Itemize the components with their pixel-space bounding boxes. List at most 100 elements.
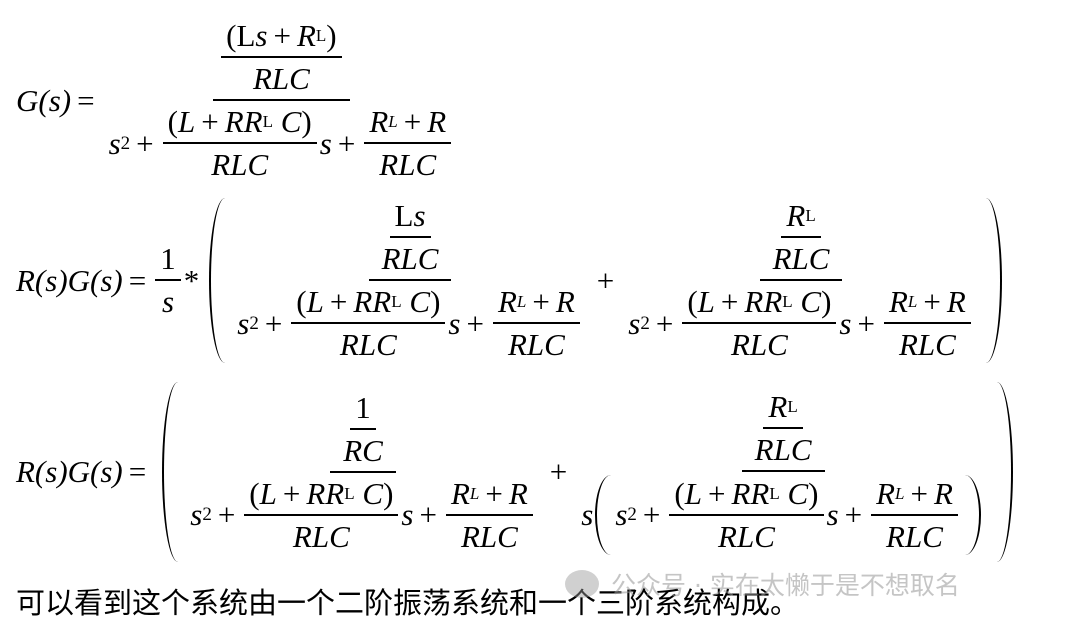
math-token: L [262,112,273,131]
math-token: s [190,497,203,532]
math-token: C [280,104,302,139]
math-token: R [369,104,389,139]
math-token: RR [224,104,263,139]
lhs: G(s) [16,82,72,118]
math-token: s [255,18,268,53]
math-token: 1 [350,390,376,430]
math-token: L [907,292,918,311]
math-token: ) [821,284,832,319]
math-token: RLC [379,147,437,182]
math-token: L [236,18,256,53]
math-token: + [655,305,674,341]
math-token: R [450,475,470,511]
math-token: + [217,497,236,532]
math-token: RR [353,284,392,319]
equals: = [128,454,147,489]
paren [965,475,981,555]
math-token: s [448,305,461,341]
math-token: L [805,206,816,225]
math-token: RLC [718,518,775,554]
caption-text: 可以看到这个系统由一个二阶振荡系统和一个三阶系统构成。 [16,586,800,620]
math-token: L [769,483,780,503]
right-paren [997,382,1013,562]
math-token: C [800,284,822,319]
math-token: 2 [640,312,650,334]
math-token: + [720,284,739,319]
math-token: + [282,475,301,511]
math-token: + [201,104,219,139]
math-token: 2 [627,504,637,525]
math-token: L [177,104,196,139]
math-token: + [403,104,422,139]
equals: = [77,82,95,118]
math-token: ) [326,18,337,53]
math-token: 1 [155,241,181,281]
math-token: L [344,483,355,503]
math-token: L [516,292,527,311]
math-token: + [844,497,863,532]
math-token: RLC [252,61,310,96]
math-token: L [697,284,715,319]
math-token: s [413,198,426,233]
math-token: C [362,475,384,511]
equals: = [128,262,147,298]
math-token: ( [674,475,685,511]
math-token: C [787,475,809,511]
math-token: R [946,284,966,319]
watermark-text: 公众号 · 实在太懒于是不想取名 [611,571,960,600]
math-token: + [485,475,503,511]
math-token: R [296,18,316,53]
math-token: s [615,497,628,532]
math-token: RLC [898,327,956,362]
math-token: L [306,284,324,319]
math-token: ) [301,104,312,139]
math-token: RLC [460,518,518,554]
math-token: + [337,125,356,161]
math-token: RLC [730,327,788,362]
math-token: L [895,483,905,503]
math-token: ) [383,475,394,511]
math-token: RLC [339,327,397,362]
math-token: s [826,497,839,532]
math-token: ( [167,104,178,139]
wechat-icon [565,570,599,598]
math-token: R [508,475,528,511]
math-token: RR [306,475,345,511]
math-token: s [161,284,175,319]
math-token: RLC [292,518,350,554]
math-token: + [549,454,568,489]
math-token: RR [731,475,770,511]
